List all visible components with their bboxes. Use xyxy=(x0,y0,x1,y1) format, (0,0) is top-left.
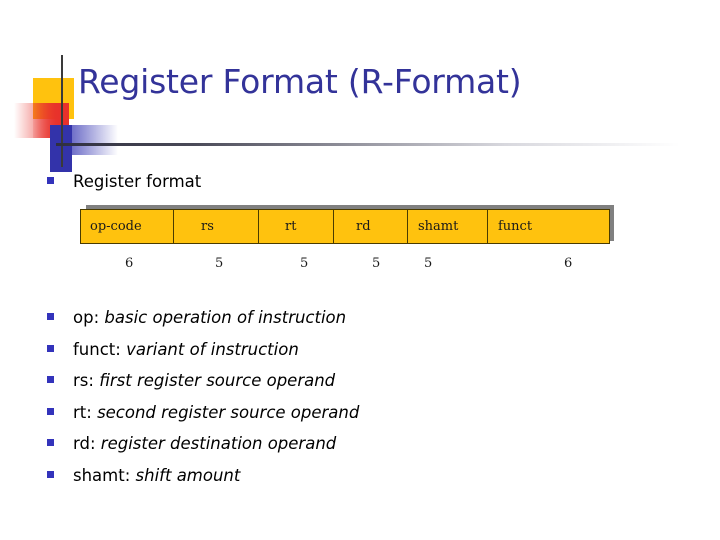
definition-text: op: basic operation of instruction xyxy=(73,308,346,327)
decoration-blue-square xyxy=(50,125,72,172)
field-bit-width: 5 xyxy=(300,256,309,271)
list-item: rs: first register source operand xyxy=(47,371,359,390)
bullet-square-icon xyxy=(47,344,54,352)
field-bit-width: 6 xyxy=(125,256,134,271)
definition-text: rd: register destination operand xyxy=(73,434,336,453)
definition-text: shamt: shift amount xyxy=(73,466,240,485)
definition-text: funct: variant of instruction xyxy=(73,340,299,359)
format-field-cell: rt xyxy=(259,210,334,243)
format-field-cell: funct xyxy=(498,219,533,234)
bullet-square-icon xyxy=(47,407,54,415)
definition-text: rt: second register source operand xyxy=(73,403,359,422)
definition-description: basic operation of instruction xyxy=(104,308,347,327)
definition-description: second register source operand xyxy=(97,402,360,422)
list-item: rt: second register source operand xyxy=(47,403,359,422)
field-bit-width: 6 xyxy=(564,256,573,271)
definition-label: funct: xyxy=(73,339,121,359)
definition-description: first register source operand xyxy=(99,371,336,390)
bullet-square-icon xyxy=(47,376,54,383)
list-item: op: basic operation of instruction xyxy=(47,308,359,327)
format-field-cell: op-code xyxy=(81,210,174,243)
field-bit-width: 5 xyxy=(215,256,224,271)
bullet-square-icon xyxy=(47,470,54,478)
title-divider xyxy=(56,143,680,146)
intro-bullet-label: Register format xyxy=(73,172,202,191)
decoration-vertical-line xyxy=(61,55,63,167)
bullet-square-icon xyxy=(47,313,54,320)
decoration-blue-gradient xyxy=(50,125,118,155)
definition-description: register destination operand xyxy=(100,434,337,453)
page-title: Register Format (R-Format) xyxy=(78,62,522,101)
format-field-cell: rd xyxy=(334,210,408,243)
definition-label: shamt: xyxy=(73,465,131,485)
definition-label: rs: xyxy=(73,371,94,390)
bullet-square-icon xyxy=(47,177,54,184)
decoration-red-block xyxy=(33,103,69,138)
decoration-red-gradient xyxy=(14,103,69,138)
definition-description: shift amount xyxy=(135,465,241,485)
definition-description: variant of instruction xyxy=(126,339,299,359)
definition-text: rs: first register source operand xyxy=(73,371,335,390)
definitions-list: op: basic operation of instruction funct… xyxy=(47,308,359,497)
bullet-square-icon xyxy=(47,439,54,446)
list-item: funct: variant of instruction xyxy=(47,340,359,359)
format-field-cell: shamt xyxy=(408,210,488,243)
definition-label: op: xyxy=(73,308,100,327)
list-item: shamt: shift amount xyxy=(47,466,359,485)
instruction-format-table: op-code rs rt rd shamt funct xyxy=(80,209,610,244)
decoration-yellow-square xyxy=(33,78,74,119)
definition-label: rd: xyxy=(73,434,96,453)
field-bit-width: 5 xyxy=(372,256,381,271)
list-item: rd: register destination operand xyxy=(47,434,359,453)
field-bit-widths: 6 5 5 5 5 6 xyxy=(0,256,720,276)
format-field-cell: rs xyxy=(174,210,259,243)
definition-label: rt: xyxy=(73,402,92,422)
field-bit-width: 5 xyxy=(424,256,433,271)
intro-bullet-item: Register format xyxy=(47,172,201,191)
